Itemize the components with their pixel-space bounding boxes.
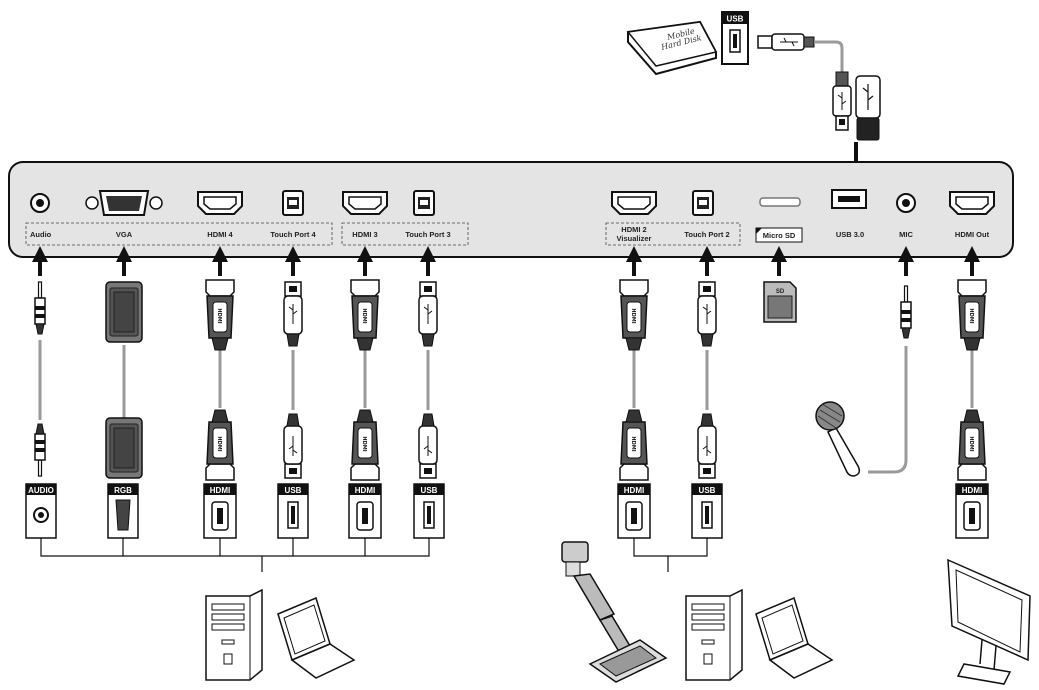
back-panel bbox=[8, 161, 1014, 258]
touch-port-3 bbox=[413, 190, 435, 216]
source-jacks bbox=[25, 483, 989, 539]
cables bbox=[38, 340, 974, 474]
hdmi-plug-text: HDMI bbox=[216, 308, 222, 323]
device-brackets bbox=[40, 538, 708, 572]
label-microsd: Micro SD bbox=[763, 231, 796, 240]
top-usb-tag: USB bbox=[727, 15, 744, 24]
connection-arrows bbox=[32, 246, 980, 276]
vga-plug-top bbox=[105, 281, 143, 343]
tag-usb-b: USB bbox=[421, 486, 438, 495]
audio-plug-top bbox=[34, 281, 46, 335]
sd-card-text: SD bbox=[776, 289, 785, 295]
microsd-card: SD bbox=[763, 281, 797, 323]
hdmi-plug-text: HDMI bbox=[216, 436, 222, 451]
laptop-1 bbox=[277, 596, 356, 679]
label-hdmi3: HDMI 3 bbox=[352, 230, 377, 239]
label-touch2: Touch Port 2 bbox=[684, 230, 729, 239]
usb-plug-top-4 bbox=[283, 281, 303, 347]
hdmi4-port bbox=[197, 191, 243, 215]
audio-plug-bottom bbox=[34, 423, 46, 477]
mic-port bbox=[896, 193, 916, 213]
label-mic: MIC bbox=[899, 230, 913, 239]
hdmi-plug-text: HDMI bbox=[361, 308, 367, 323]
hdmi-plug-text: HDMI bbox=[630, 436, 636, 451]
mobile-hard-disk: Mobile Hard Disk bbox=[626, 20, 718, 76]
hdmi-out-port bbox=[949, 191, 995, 215]
usb-plug-bottom-4 bbox=[283, 413, 303, 479]
label-vga: VGA bbox=[116, 230, 133, 239]
touch-port-4 bbox=[282, 190, 304, 216]
label-touch3: Touch Port 3 bbox=[405, 230, 450, 239]
usb-plug-top-2 bbox=[697, 281, 717, 347]
usb-plug-bottom-2 bbox=[697, 413, 717, 479]
hdmi-plug-text: HDMI bbox=[968, 436, 974, 451]
label-visualizer: Visualizer bbox=[617, 234, 652, 243]
label-microsd-box: Micro SD bbox=[755, 227, 803, 243]
vga-port bbox=[85, 190, 163, 216]
label-hdmi2: HDMI 2 bbox=[621, 225, 646, 234]
tag-usb-c: USB bbox=[699, 486, 716, 495]
tag-hdmi-out: HDMI bbox=[962, 486, 982, 495]
visualizer-camera bbox=[561, 541, 668, 683]
hdmi-plug-text: HDMI bbox=[630, 308, 636, 323]
usb30-port bbox=[831, 189, 867, 209]
hdmi3-port bbox=[342, 191, 388, 215]
microsd-slot bbox=[759, 197, 801, 207]
microphone bbox=[815, 401, 861, 477]
mic-plug bbox=[900, 285, 912, 339]
tag-usb-a: USB bbox=[285, 486, 302, 495]
laptop-2 bbox=[755, 596, 834, 679]
tag-hdmi-b: HDMI bbox=[355, 486, 375, 495]
tag-audio: AUDIO bbox=[28, 486, 54, 495]
hdmi2-port bbox=[611, 191, 657, 215]
label-hdmi4: HDMI 4 bbox=[207, 230, 233, 239]
hdmi-plug-text: HDMI bbox=[968, 308, 974, 323]
touch-port-2 bbox=[692, 190, 714, 216]
pc-tower-2 bbox=[685, 588, 743, 681]
label-hdmi-out: HDMI Out bbox=[955, 230, 990, 239]
usb-extension-cable bbox=[757, 33, 852, 131]
external-monitor bbox=[947, 558, 1031, 685]
tag-rgb: RGB bbox=[114, 486, 132, 495]
tag-hdmi-a: HDMI bbox=[210, 486, 230, 495]
pc-tower-1 bbox=[205, 588, 263, 681]
tag-hdmi-c: HDMI bbox=[624, 486, 644, 495]
hdmi-plug-text: HDMI bbox=[361, 436, 367, 451]
audio-port bbox=[30, 193, 50, 213]
label-usb30: USB 3.0 bbox=[836, 230, 864, 239]
top-usb-port: USB bbox=[721, 11, 749, 65]
label-audio: Audio bbox=[30, 230, 52, 239]
usb-plug-bottom-3 bbox=[418, 413, 438, 479]
usb-flash-drive bbox=[855, 75, 881, 141]
usb-plug-top-3 bbox=[418, 281, 438, 347]
vga-plug-bottom bbox=[105, 417, 143, 479]
label-touch4: Touch Port 4 bbox=[270, 230, 316, 239]
